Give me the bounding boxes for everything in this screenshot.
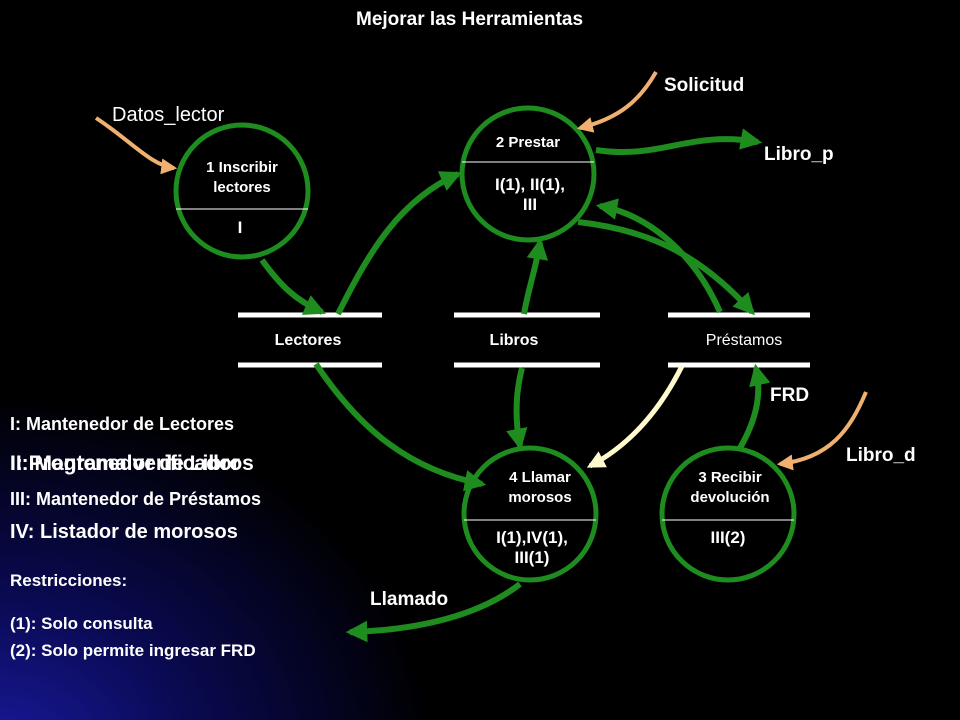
arrow-lectores-to-p4 <box>313 362 487 492</box>
process-4-label-line2: morosos <box>508 489 572 506</box>
process-4-programs-line1: I(1),IV(1), <box>496 528 568 547</box>
flow-label-solicitud: Solicitud <box>664 75 745 96</box>
process-1-label: 1 Inscribir lectores <box>172 158 312 198</box>
process-2-programs-line1: I(1), II(1), <box>495 175 565 194</box>
store-libros-lines <box>454 312 600 368</box>
arrow-p2-to-prestamos <box>577 219 755 316</box>
store-prestamos-label: Préstamos <box>705 332 783 349</box>
process-2-programs-line2: III <box>522 195 538 214</box>
arrow-p2-to-libro-p <box>595 128 763 156</box>
arrow-prestamos-to-p4 <box>586 364 685 469</box>
arrow-libros-to-p4 <box>506 367 528 451</box>
restrictions-title: Restricciones: <box>10 571 128 590</box>
arrow-lectores-to-p2 <box>335 171 462 316</box>
arrow-prestamos-to-p2 <box>595 198 723 314</box>
diagram-title: Mejorar las Herramientas <box>356 9 584 30</box>
arrow-solicitud <box>576 71 658 133</box>
process-2-circle <box>459 105 597 243</box>
arrow-p3-to-prestamos <box>737 363 771 450</box>
restriction-2: (2): Solo permite ingresar FRD <box>10 641 256 660</box>
flow-label-frd: FRD <box>770 385 810 406</box>
store-lectores-label: Lectores <box>274 332 342 349</box>
flow-label-libro-p: Libro_p <box>764 144 834 165</box>
process-4-programs: I(1),IV(1), III(1) <box>462 528 602 568</box>
process-4-label: 4 Llamar morosos <box>470 468 610 508</box>
process-2-programs: I(1), II(1), III <box>460 175 600 215</box>
legend-item-1: I: Mantenedor de Lectores <box>10 414 235 434</box>
process-2-label: 2 Prestar <box>495 134 561 151</box>
flow-label-llamado: Llamado <box>370 589 449 610</box>
flow-label-libro-d: Libro_d <box>846 445 916 466</box>
process-1-programs: I <box>237 218 243 237</box>
legend-item-3: III: Mantenedor de Préstamos <box>10 489 262 509</box>
process-1-label-line2: lectores <box>213 179 271 196</box>
legend-item-4: IV: Listador de morosos <box>10 521 238 543</box>
process-1-label-line1: 1 Inscribir <box>206 159 278 176</box>
arrow-p4-to-llamado <box>345 581 522 643</box>
process-4-label-line1: 4 Llamar <box>509 469 571 486</box>
store-lectores-lines <box>238 312 382 368</box>
arrow-datos-lector <box>94 116 178 175</box>
flow-label-datos-lector: Datos_lector <box>112 104 225 126</box>
arrow-p1-to-lectores <box>259 258 326 315</box>
process-3-circle <box>659 445 797 583</box>
process-3-programs: III(2) <box>710 528 746 547</box>
arrow-libro-d <box>776 391 868 471</box>
process-3-label-line1: 3 Recibir <box>698 469 762 486</box>
arrow-libros-to-p2 <box>521 237 549 315</box>
process-1-circle <box>173 122 311 260</box>
store-libros-label: Libros <box>489 332 539 349</box>
legend-item-2: II: Mantenedor de Libros <box>10 452 254 475</box>
process-4-programs-line2: III(1) <box>514 548 550 567</box>
process-3-label: 3 Recibir devolución <box>660 468 800 508</box>
process-3-label-line2: devolución <box>690 489 770 506</box>
process-4-circle <box>461 445 599 583</box>
legend-item-overlay: I: Programa verificador <box>10 452 240 475</box>
restriction-1: (1): Solo consulta <box>10 614 153 633</box>
